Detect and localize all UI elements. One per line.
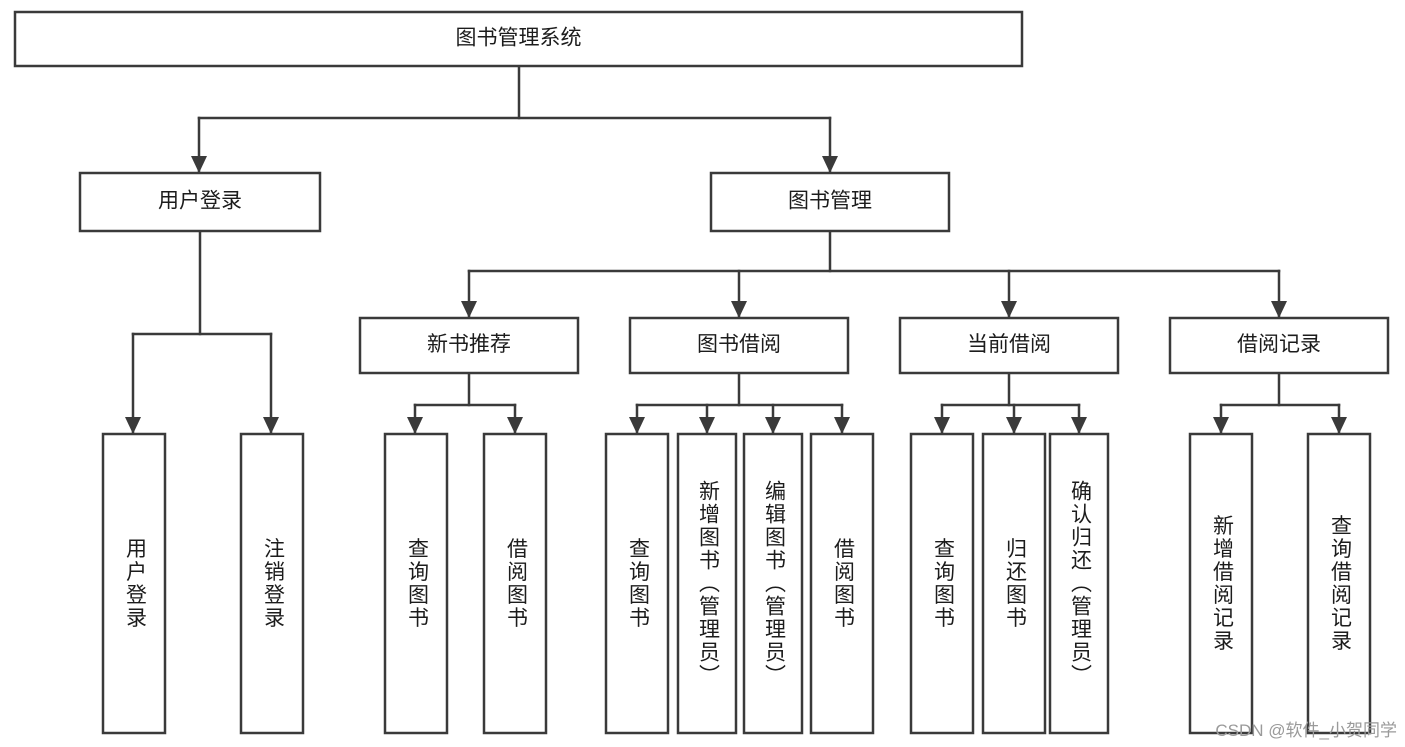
node-label: 新增图书（管理员） — [696, 480, 720, 687]
arrow-head-icon — [1071, 417, 1087, 434]
node-box-rect[interactable] — [742, 432, 804, 735]
arrow-head-icon — [1213, 417, 1229, 434]
node-label: 借阅图书 — [831, 538, 855, 630]
node-label: 确认归还（管理员） — [1068, 480, 1092, 687]
arrow-head-icon — [1001, 301, 1017, 318]
node-box-rect[interactable] — [898, 316, 1120, 375]
arrow-head-icon — [263, 417, 279, 434]
node-box-rect[interactable] — [13, 10, 1024, 68]
node-label: 借阅记录 — [1237, 333, 1321, 356]
arrow-head-icon — [507, 417, 523, 434]
node-box-rect[interactable] — [1188, 432, 1254, 735]
node-label: 编辑图书（管理员） — [762, 480, 786, 687]
level3-node-图书借阅[interactable]: 图书借阅 — [628, 316, 850, 375]
level3-node-借阅记录[interactable]: 借阅记录 — [1168, 316, 1390, 375]
level2-node-图书管理[interactable]: 图书管理 — [709, 171, 951, 233]
leaf-node-注销登录[interactable]: 注销登录 — [239, 432, 305, 735]
arrow-head-icon — [125, 417, 141, 434]
leaf-node-查询图书[interactable]: 查询图书 — [383, 432, 449, 735]
arrow-head-icon — [765, 417, 781, 434]
node-label: 用户登录 — [158, 190, 242, 213]
node-box-rect[interactable] — [909, 432, 975, 735]
node-label: 借阅图书 — [504, 538, 528, 630]
node-label: 查询图书 — [931, 538, 955, 630]
node-label: 图书管理 — [788, 190, 872, 213]
node-box-rect[interactable] — [482, 432, 548, 735]
arrow-head-icon — [934, 417, 950, 434]
csdn-watermark: CSDN @软件_小贺同学 — [1215, 721, 1397, 740]
arrow-head-icon — [834, 417, 850, 434]
node-box-rect[interactable] — [981, 432, 1047, 735]
node-label: 查询借阅记录 — [1328, 515, 1352, 653]
leaf-node-新增图书管理员[interactable]: 新增图书（管理员） — [676, 432, 738, 735]
node-box-rect[interactable] — [78, 171, 322, 233]
node-box-rect[interactable] — [1048, 432, 1110, 735]
node-label: 当前借阅 — [967, 333, 1051, 356]
node-box-rect[interactable] — [604, 432, 670, 735]
level3-node-当前借阅[interactable]: 当前借阅 — [898, 316, 1120, 375]
arrow-head-icon — [1006, 417, 1022, 434]
node-label: 图书管理系统 — [456, 27, 582, 50]
arrow-head-icon — [407, 417, 423, 434]
node-box-rect[interactable] — [676, 432, 738, 735]
leaf-node-确认归还管理员[interactable]: 确认归还（管理员） — [1048, 432, 1110, 735]
root-node-图书管理系统[interactable]: 图书管理系统 — [13, 10, 1024, 68]
leaf-node-新增借阅记录[interactable]: 新增借阅记录 — [1188, 432, 1254, 735]
arrow-head-icon — [629, 417, 645, 434]
node-label: 归还图书 — [1003, 538, 1027, 630]
node-box-rect[interactable] — [628, 316, 850, 375]
arrow-head-icon — [191, 156, 207, 173]
node-label: 用户登录 — [123, 538, 147, 630]
node-label: 查询图书 — [626, 538, 650, 630]
level3-node-新书推荐[interactable]: 新书推荐 — [358, 316, 580, 375]
node-box-rect[interactable] — [1306, 432, 1372, 735]
node-layer: 图书管理系统用户登录图书管理新书推荐图书借阅当前借阅借阅记录用户登录注销登录查询… — [13, 10, 1390, 735]
leaf-node-借阅图书[interactable]: 借阅图书 — [809, 432, 875, 735]
node-label: 图书借阅 — [697, 333, 781, 356]
leaf-node-借阅图书[interactable]: 借阅图书 — [482, 432, 548, 735]
leaf-node-编辑图书管理员[interactable]: 编辑图书（管理员） — [742, 432, 804, 735]
node-label: 新增借阅记录 — [1210, 515, 1234, 653]
arrow-head-icon — [699, 417, 715, 434]
connector-layer — [125, 64, 1347, 436]
node-box-rect[interactable] — [809, 432, 875, 735]
arrow-head-icon — [461, 301, 477, 318]
node-box-rect[interactable] — [239, 432, 305, 735]
node-box-rect[interactable] — [101, 432, 167, 735]
leaf-node-用户登录[interactable]: 用户登录 — [101, 432, 167, 735]
arrow-head-icon — [731, 301, 747, 318]
node-box-rect[interactable] — [1168, 316, 1390, 375]
arrow-head-icon — [1271, 301, 1287, 318]
node-box-rect[interactable] — [709, 171, 951, 233]
arrow-head-icon — [1331, 417, 1347, 434]
leaf-node-查询图书[interactable]: 查询图书 — [909, 432, 975, 735]
node-box-rect[interactable] — [358, 316, 580, 375]
arrow-head-icon — [822, 156, 838, 173]
leaf-node-查询图书[interactable]: 查询图书 — [604, 432, 670, 735]
node-box-rect[interactable] — [383, 432, 449, 735]
level2-node-用户登录[interactable]: 用户登录 — [78, 171, 322, 233]
node-label: 查询图书 — [405, 538, 429, 630]
leaf-node-归还图书[interactable]: 归还图书 — [981, 432, 1047, 735]
leaf-node-查询借阅记录[interactable]: 查询借阅记录 — [1306, 432, 1372, 735]
node-label: 注销登录 — [261, 538, 285, 630]
node-label: 新书推荐 — [427, 333, 511, 356]
